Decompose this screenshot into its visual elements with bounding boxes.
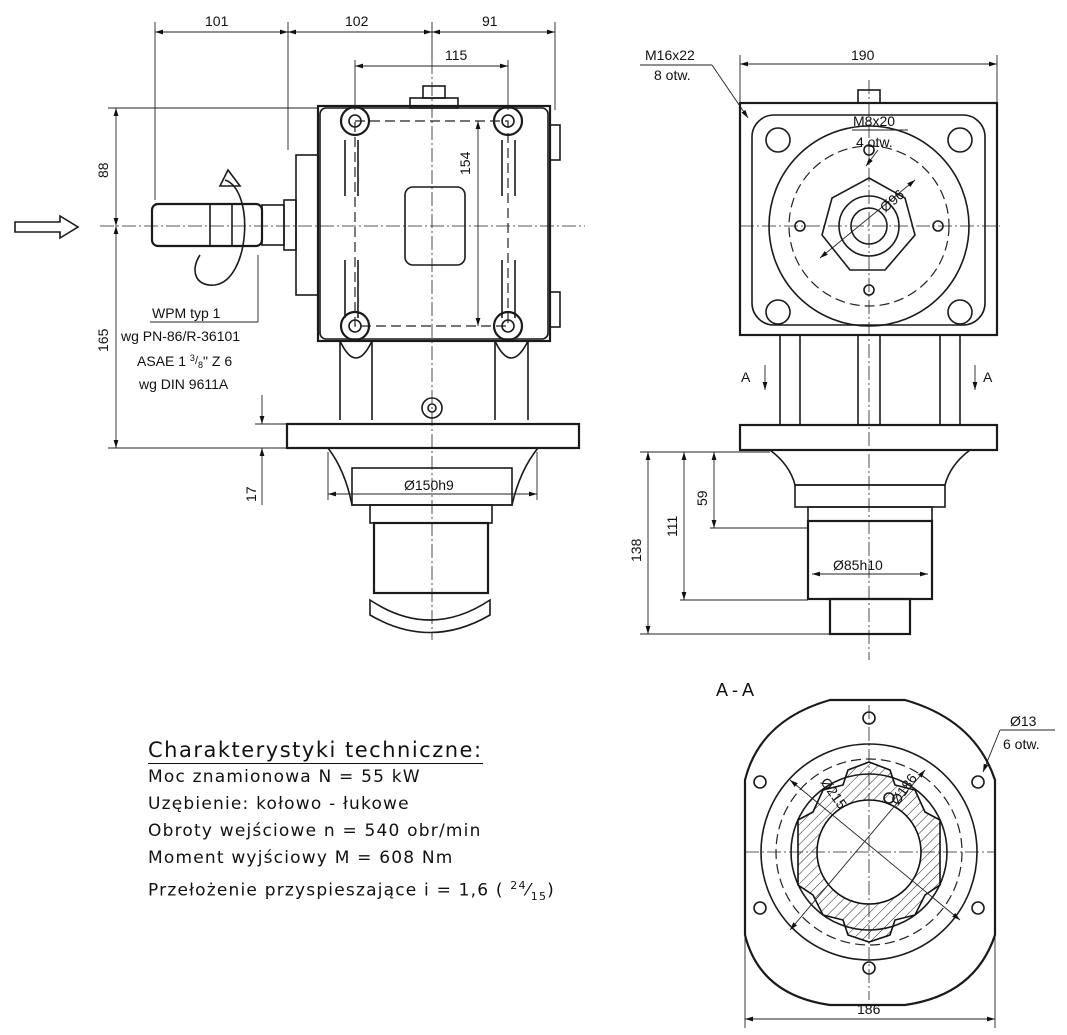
dim-186: 186	[857, 1001, 881, 1017]
dim-150h9: Ø150h9	[404, 477, 454, 493]
spec-row-torque: Moment wyjściowy M = 608 Nm	[148, 848, 454, 868]
dim-154: 154	[457, 151, 473, 175]
input-shaft	[150, 202, 264, 248]
dim-102: 102	[345, 13, 369, 29]
dim-115: 115	[445, 47, 468, 63]
note-hole: Ø13	[1010, 713, 1037, 729]
spec-row-speed: Obroty wejściowe n = 540 obr/min	[148, 821, 482, 841]
section-title: A - A	[716, 680, 754, 700]
note-m8: M8x20	[853, 113, 895, 129]
side-view: 190 M16x22 8 otw. M8x20 4 otw. Ø96 A A 1…	[628, 47, 1000, 660]
note-asae: ASAE 1 3/8" Z 6	[137, 353, 232, 370]
dim-190: 190	[851, 47, 875, 63]
dim-111: 111	[664, 516, 680, 537]
rotation-arrow	[194, 179, 246, 286]
note-m16: M16x22	[645, 47, 695, 63]
note-hole-count: 6 otw.	[1003, 736, 1040, 752]
mounting-flange	[285, 422, 581, 450]
dim-138: 138	[628, 538, 644, 562]
section-a-a: A - A Ø215 Ø186 Ø13 6 otw. 186	[716, 680, 1055, 1028]
dim-165: 165	[95, 328, 111, 352]
spec-row-power: Moc znamionowa N = 55 kW	[148, 767, 421, 787]
input-direction-arrow	[14, 214, 80, 240]
technical-specs: Charakterystyki techniczne: Moc znamiono…	[148, 738, 555, 910]
spec-row-ratio: Przełożenie przyspieszające i = 1,6 ( 24…	[148, 879, 555, 904]
note-wpm: WPM typ 1	[152, 305, 221, 321]
dim-101: 101	[205, 13, 229, 29]
dim-88: 88	[95, 162, 111, 178]
note-din: wg DIN 9611A	[138, 376, 229, 392]
note-m16-count: 8 otw.	[654, 67, 691, 83]
note-pn: wg PN-86/R-36101	[120, 328, 240, 344]
dim-17: 17	[243, 486, 259, 502]
dim-91: 91	[482, 13, 498, 29]
section-marker-right: A	[983, 369, 993, 385]
note-m8-count: 4 otw.	[856, 134, 893, 150]
dim-85h10: Ø85h10	[833, 557, 883, 573]
specs-title: Charakterystyki techniczne:	[148, 738, 483, 764]
section-marker-left: A	[741, 369, 751, 385]
dim-59: 59	[694, 490, 710, 506]
spec-row-teeth: Uzębienie: kołowo - łukowe	[148, 794, 410, 814]
front-view: 101 102 91 115 154 88 165 17 Ø150h9 WPM …	[14, 13, 585, 640]
housing-bolt	[339, 105, 524, 342]
